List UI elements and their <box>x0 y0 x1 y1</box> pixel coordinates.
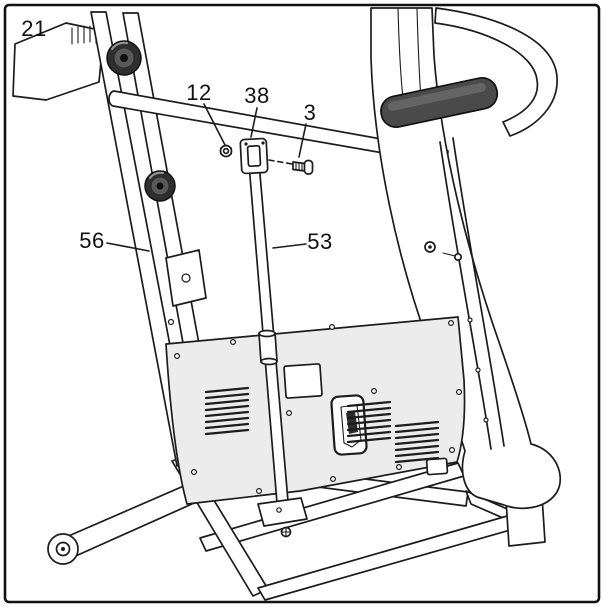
post-body <box>370 7 562 510</box>
post-hardware <box>424 241 489 423</box>
leader-3 <box>298 123 307 158</box>
motor-hood <box>165 316 466 505</box>
latch-knob-upper <box>106 40 142 76</box>
nut-12 <box>219 144 233 158</box>
leader-12 <box>203 103 226 146</box>
hood-access-plate <box>425 457 449 476</box>
bracket-hole <box>181 273 191 283</box>
callout-label-3: 3 <box>303 100 317 125</box>
leader-56 <box>106 242 150 252</box>
latch-knob-lower <box>144 170 176 202</box>
support-tube-53 <box>247 150 308 538</box>
post-edge-line <box>452 137 505 447</box>
callout-label-56: 56 <box>79 228 105 253</box>
deck-panel-hatching <box>71 25 97 45</box>
handlebar-grip <box>380 77 499 128</box>
upright-post <box>370 7 562 510</box>
tube-foot-bracket <box>257 497 308 538</box>
tube-collar <box>258 329 278 366</box>
hood-rivets <box>174 320 463 495</box>
callout-leaders <box>106 103 307 252</box>
callout-label-38: 38 <box>244 83 270 108</box>
handlebar-loop <box>434 7 558 137</box>
leader-53 <box>272 243 307 249</box>
post-edge-line <box>439 141 492 450</box>
callout-label-53: 53 <box>307 229 333 254</box>
hood-cutout <box>283 363 323 399</box>
hood-panel <box>165 316 466 505</box>
leader-38 <box>250 107 258 138</box>
transport-wheel <box>47 533 79 565</box>
callout-label-12: 12 <box>186 80 212 105</box>
alignment-dashes <box>268 159 293 165</box>
bracket-38 <box>239 137 269 175</box>
bolt-3 <box>292 159 314 175</box>
step-number-label: 21 <box>21 16 47 41</box>
vent-slots <box>204 386 440 464</box>
